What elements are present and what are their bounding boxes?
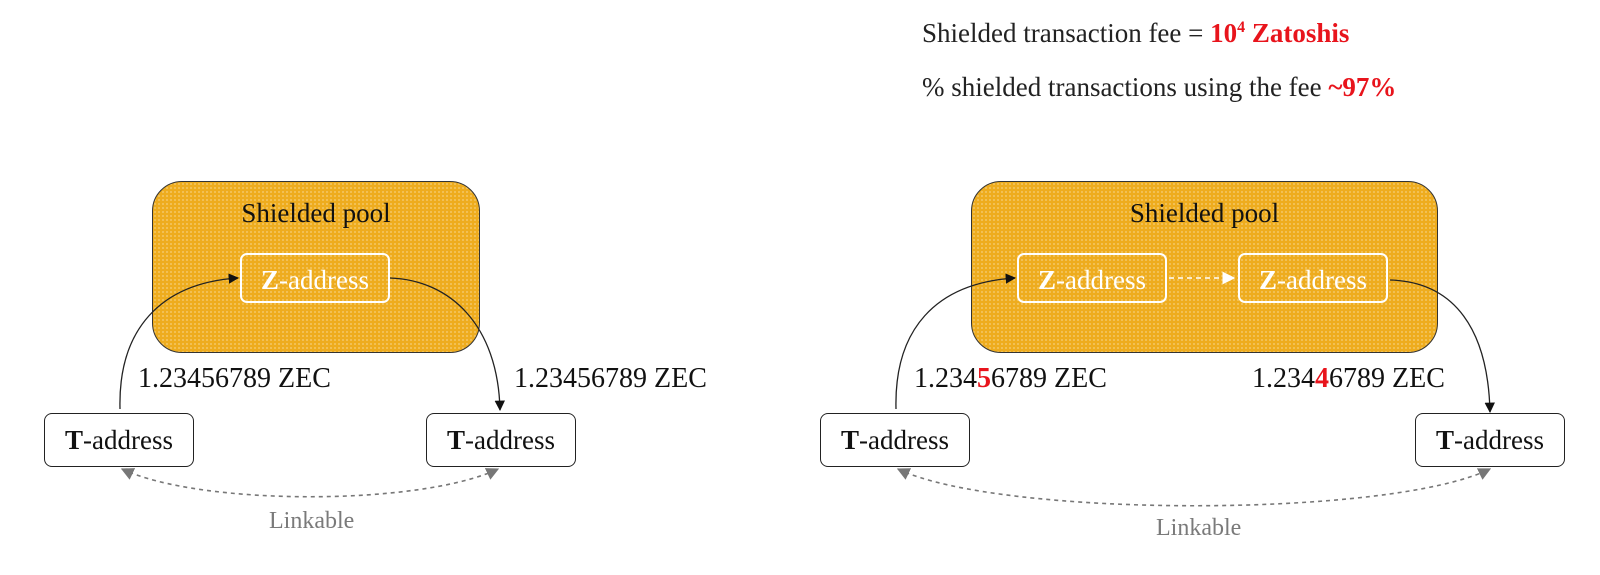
fee-statement: Shielded transaction fee = 104 Zatoshis (922, 18, 1349, 49)
left-linkable-arc (120, 468, 500, 498)
left-amount-in: 1.23456789 ZEC (138, 363, 331, 394)
right-z1-suffix: -address (1056, 265, 1146, 295)
right-amount-out-post: 6789 ZEC (1329, 363, 1445, 394)
right-arrow-withdraw (1389, 279, 1495, 414)
right-linkable-arc (896, 468, 1492, 507)
left-arrow-withdraw (389, 277, 505, 412)
left-amount-out: 1.23456789 ZEC (514, 363, 707, 394)
right-amount-in-pre: 1.234 (914, 363, 977, 394)
share-value: ~97% (1328, 72, 1397, 102)
right-dst-t-letter: T (1436, 425, 1455, 455)
left-src-t-letter: T (65, 425, 84, 455)
right-z-address-first: Z-address (1017, 253, 1167, 303)
right-z2-suffix: -address (1277, 265, 1367, 295)
right-amount-out-digit: 4 (1315, 363, 1329, 394)
right-linkable-label: Linkable (1156, 515, 1242, 541)
left-linkable-label: Linkable (269, 508, 355, 534)
right-amount-out-pre: 1.234 (1252, 363, 1315, 394)
right-src-t-suffix: -address (859, 425, 949, 455)
right-amount-in-post: 6789 ZEC (991, 363, 1107, 394)
left-t-address-source: T-address (44, 413, 194, 467)
left-src-t-suffix: -address (83, 425, 173, 455)
left-arrow-deposit (119, 273, 240, 410)
left-z-letter: Z (261, 265, 280, 295)
left-dst-t-suffix: -address (465, 425, 555, 455)
left-shielded-pool: Shielded pool (152, 181, 480, 353)
fee-value: 104 Zatoshis (1210, 18, 1349, 48)
right-src-t-letter: T (841, 425, 860, 455)
right-shielded-pool: Shielded pool (971, 181, 1438, 353)
right-t-address-source: T-address (820, 413, 970, 467)
share-statement: % shielded transactions using the fee ~9… (922, 72, 1396, 103)
fee-unit: Zatoshis (1245, 18, 1350, 48)
right-dst-t-suffix: -address (1454, 425, 1544, 455)
left-pool-title: Shielded pool (241, 198, 391, 228)
share-label: % shielded transactions using the fee (922, 72, 1329, 102)
right-amount-in: 1.23456789 ZEC (914, 363, 1107, 395)
right-z2-letter: Z (1259, 265, 1278, 295)
fee-exponent: 4 (1237, 19, 1246, 36)
left-t-address-destination: T-address (426, 413, 576, 467)
fee-base: 10 (1210, 18, 1238, 48)
right-amount-out: 1.23446789 ZEC (1252, 363, 1445, 395)
right-arrow-deposit (895, 273, 1017, 410)
left-dst-t-letter: T (447, 425, 466, 455)
right-z1-letter: Z (1038, 265, 1057, 295)
fee-label: Shielded transaction fee = (922, 18, 1211, 48)
right-amount-in-digit: 5 (977, 363, 991, 394)
left-z-suffix: -address (279, 265, 369, 295)
right-pool-title: Shielded pool (1129, 198, 1280, 228)
left-z-address: Z-address (240, 253, 390, 303)
right-t-address-destination: T-address (1415, 413, 1565, 467)
right-z-address-second: Z-address (1238, 253, 1388, 303)
